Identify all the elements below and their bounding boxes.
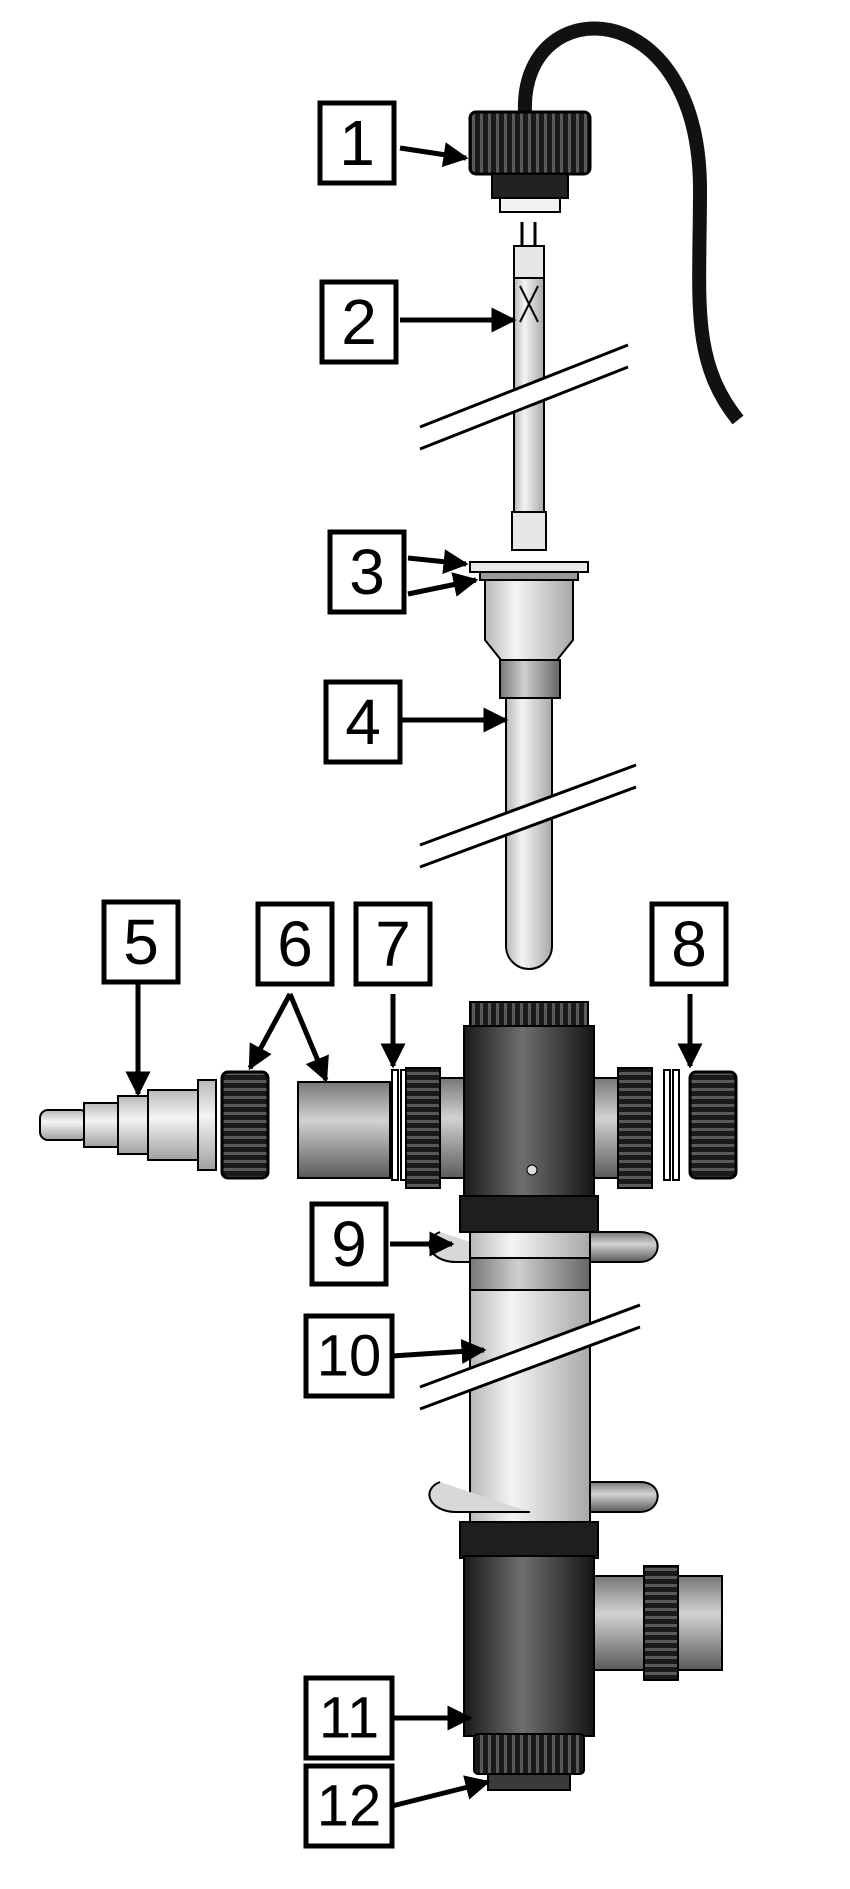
callout-number: 4 bbox=[345, 686, 381, 758]
power-cable bbox=[517, 21, 744, 425]
arrow-6a bbox=[247, 992, 293, 1071]
cap-ring bbox=[499, 197, 561, 213]
callout-label-6: 6 bbox=[255, 901, 335, 987]
callout-number: 2 bbox=[341, 286, 377, 358]
callout-label-10: 10 bbox=[303, 1313, 395, 1399]
arrow-10 bbox=[391, 1338, 487, 1364]
callout-number: 1 bbox=[339, 107, 375, 179]
callout-number: 11 bbox=[319, 1686, 379, 1751]
part-4-quartz-sleeve bbox=[416, 579, 640, 970]
arrow-12 bbox=[391, 1775, 491, 1809]
cap-knurl bbox=[468, 110, 592, 176]
arrow-1 bbox=[399, 142, 469, 167]
part-12-drain-plug bbox=[487, 1773, 571, 1791]
break-mark-lamp bbox=[415, 343, 633, 451]
callout-number: 3 bbox=[349, 536, 385, 608]
callout-label-11: 11 bbox=[303, 1675, 395, 1761]
cap-neck bbox=[491, 173, 569, 199]
part-6-union-nut-tail bbox=[220, 1070, 391, 1180]
callout-number: 5 bbox=[123, 906, 159, 978]
part-1-cable-cap bbox=[468, 21, 744, 425]
callout-label-1: 1 bbox=[317, 100, 397, 186]
callout-label-2: 2 bbox=[319, 279, 399, 365]
callout-label-7: 7 bbox=[353, 901, 433, 987]
callout-label-4: 4 bbox=[323, 679, 403, 765]
callout-label-3: 3 bbox=[327, 529, 407, 615]
arrow-6b bbox=[287, 993, 329, 1083]
main-housing bbox=[405, 1001, 653, 1233]
callout-label-5: 5 bbox=[101, 899, 181, 985]
callout-label-12: 12 bbox=[303, 1763, 395, 1849]
callout-number: 6 bbox=[277, 908, 313, 980]
leader-arrows bbox=[125, 142, 703, 1809]
lower-housing bbox=[459, 1521, 723, 1737]
break-mark-sleeve bbox=[416, 763, 640, 869]
callout-label-9: 9 bbox=[309, 1201, 389, 1287]
callout-number: 10 bbox=[317, 1324, 382, 1389]
part-11-drain-cap bbox=[473, 1733, 585, 1775]
part-5-hose-tail bbox=[39, 1079, 217, 1171]
part-3-sleeve-flange-orings bbox=[469, 561, 589, 581]
callout-label-8: 8 bbox=[649, 901, 729, 987]
callout-number: 8 bbox=[671, 908, 707, 980]
arrow-3b bbox=[407, 572, 479, 597]
part-7-orings-left bbox=[391, 1069, 408, 1181]
callout-number: 7 bbox=[375, 908, 411, 980]
callout-number: 12 bbox=[317, 1774, 382, 1839]
part-10-body-tube bbox=[416, 1231, 644, 1527]
part-2-uv-lamp bbox=[415, 222, 633, 551]
part-8-orings-nut-right bbox=[663, 1069, 738, 1181]
break-mark-tube bbox=[416, 1303, 644, 1411]
part-9-clamp-lower bbox=[428, 1481, 659, 1513]
arrow-3a bbox=[407, 549, 469, 575]
callout-number: 9 bbox=[331, 1208, 367, 1280]
